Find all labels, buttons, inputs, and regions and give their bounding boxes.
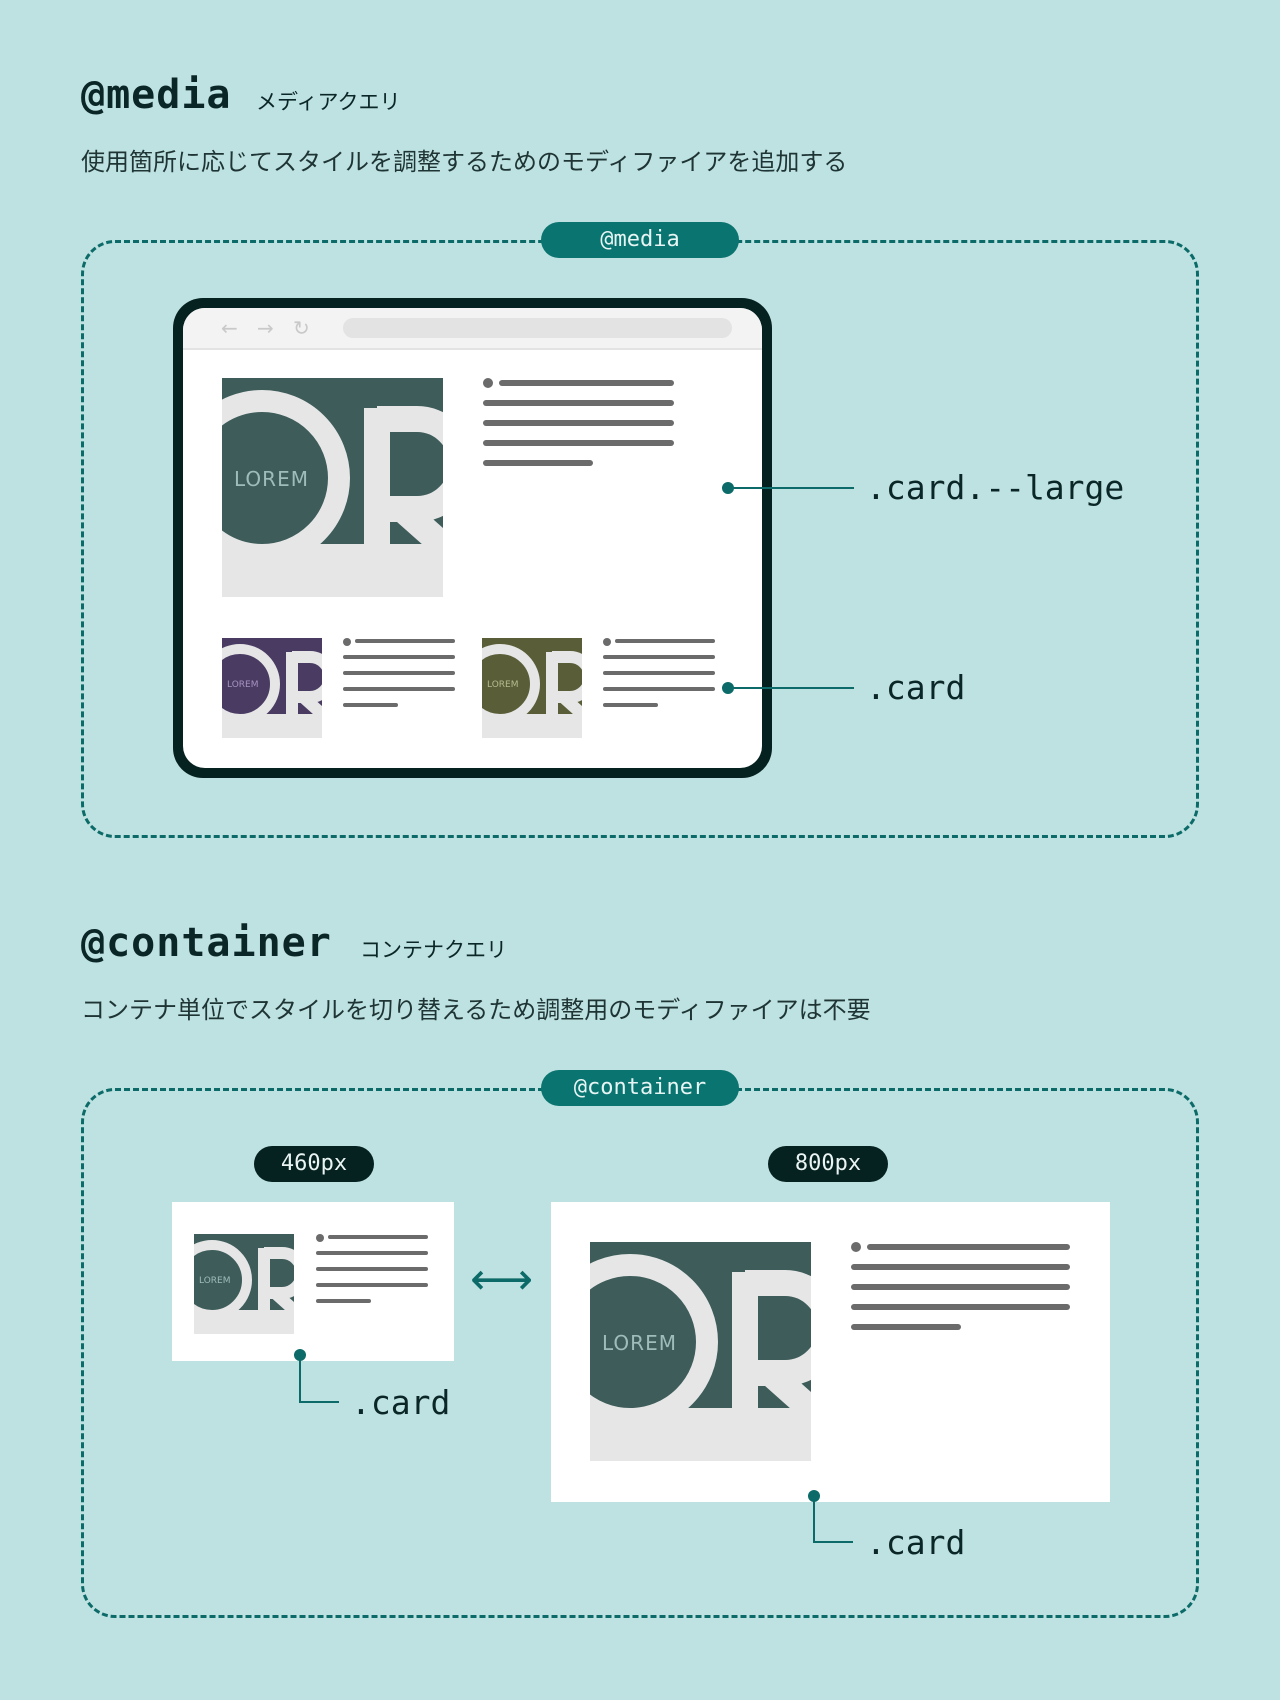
card-image: LOREM (194, 1234, 294, 1334)
browser-toolbar: ← → ↻ (183, 308, 762, 350)
label-card-460: .card (351, 1383, 451, 1422)
text-line (343, 671, 455, 675)
text-line (343, 687, 455, 691)
back-arrow-icon: ← (221, 316, 238, 340)
media-heading-code: @media (81, 72, 232, 118)
text-line (851, 1304, 1070, 1310)
svg-text:LOREM: LOREM (199, 1276, 230, 1286)
label-card-large: .card.--large (866, 468, 1125, 507)
text-line (343, 703, 398, 707)
text-line (483, 460, 593, 466)
svg-text:LOREM: LOREM (487, 680, 518, 690)
text-line (867, 1244, 1070, 1250)
text-line (483, 400, 674, 406)
text-line (483, 440, 674, 446)
media-description: 使用箇所に応じてスタイルを調整するためのモディファイアを追加する (81, 148, 848, 176)
text-line (603, 671, 715, 675)
media-heading-subtitle: メディアクエリ (256, 90, 401, 114)
text-line (316, 1299, 371, 1303)
forward-arrow-icon: → (257, 316, 274, 340)
browser-mockup: ← → ↻ LOREM (173, 298, 772, 778)
reload-icon: ↻ (293, 316, 310, 340)
container-heading-subtitle: コンテナクエリ (360, 938, 507, 962)
card-large-image: LOREM (222, 378, 443, 597)
container-badge: @container (541, 1070, 739, 1106)
svg-text:LOREM: LOREM (234, 467, 309, 491)
container-heading-code: @container (81, 920, 332, 966)
container-460-panel: LOREM (172, 1202, 454, 1361)
text-line (328, 1235, 428, 1239)
text-line (355, 639, 455, 643)
text-line (316, 1251, 428, 1255)
container-description: コンテナ単位でスタイルを切り替えるため調整用のモディファイアは不要 (81, 996, 871, 1024)
text-line (603, 655, 715, 659)
svg-text:LOREM: LOREM (602, 1331, 677, 1355)
width-badge-460: 460px (254, 1146, 374, 1182)
resize-arrow-icon: ⟷ (470, 1254, 534, 1305)
text-line (603, 703, 658, 707)
card-small-image-purple: LOREM (222, 638, 322, 738)
label-card: .card (866, 668, 966, 707)
text-line (343, 655, 455, 659)
text-line (851, 1284, 1070, 1290)
text-line (851, 1324, 961, 1330)
browser-viewport: ← → ↻ LOREM (183, 308, 762, 768)
text-line (499, 380, 674, 386)
card-image: LOREM (590, 1242, 811, 1461)
text-line (316, 1283, 428, 1287)
label-card-800: .card (866, 1523, 966, 1562)
text-line (851, 1264, 1070, 1270)
card-small-image-olive: LOREM (482, 638, 582, 738)
svg-text:LOREM: LOREM (227, 680, 258, 690)
media-badge: @media (541, 222, 739, 258)
address-bar (343, 318, 732, 338)
text-line (483, 420, 674, 426)
width-badge-800: 800px (768, 1146, 888, 1182)
text-line (603, 687, 715, 691)
text-line (615, 639, 715, 643)
container-800-panel: LOREM (551, 1202, 1110, 1502)
text-line (316, 1267, 428, 1271)
